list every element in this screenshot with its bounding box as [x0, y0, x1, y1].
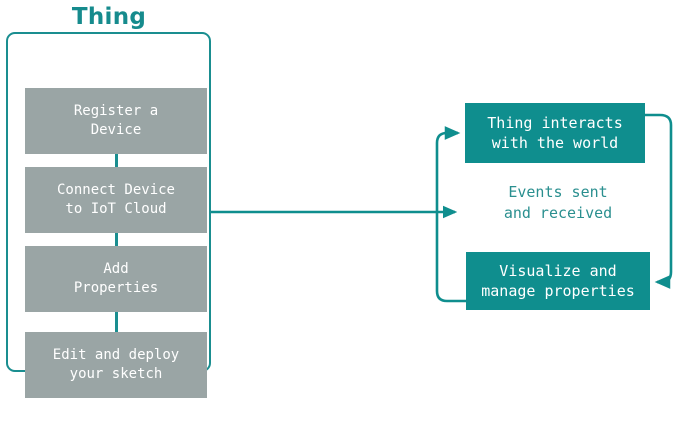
thing-workflow-panel: Register a Device Connect Device to IoT …	[6, 32, 211, 398]
step-label: Connect Device to IoT Cloud	[56, 182, 175, 217]
step-label: Add Properties	[73, 261, 159, 296]
arrow-loop-right-downward	[645, 113, 673, 289]
page-title: Thing	[71, 4, 147, 30]
cycle-caption-events: Events sent and received	[503, 183, 613, 222]
step-box-add-properties[interactable]: Add Properties	[25, 246, 207, 312]
step-label: Register a Device	[73, 103, 159, 138]
step-connector-line	[115, 233, 118, 246]
step-label: Edit and deploy your sketch	[52, 347, 180, 382]
cycle-box-thing-interacts[interactable]: Thing interacts with the world	[465, 103, 645, 163]
cycle-box-label: Visualize and manage properties	[481, 262, 635, 300]
cycle-box-visualize-manage[interactable]: Visualize and manage properties	[466, 252, 650, 310]
step-box-connect-device[interactable]: Connect Device to IoT Cloud	[25, 167, 207, 233]
cycle-box-label: Thing interacts with the world	[487, 114, 623, 152]
step-connector-line	[115, 312, 118, 332]
step-connector-line	[115, 154, 118, 167]
arrow-loop-left-upward	[435, 126, 466, 303]
step-box-edit-deploy-sketch[interactable]: Edit and deploy your sketch	[25, 332, 207, 398]
step-box-register-device[interactable]: Register a Device	[25, 88, 207, 154]
